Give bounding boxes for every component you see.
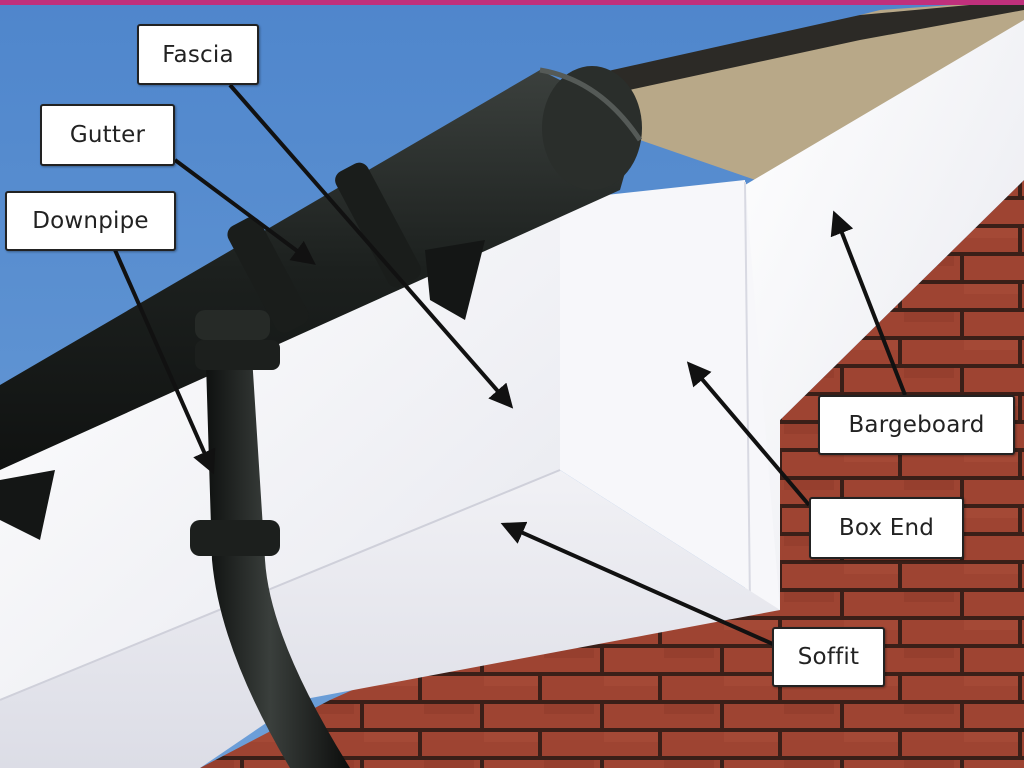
arrow-gutter <box>173 158 316 265</box>
downpipe <box>205 325 350 768</box>
arrow-downpipe <box>113 249 216 475</box>
arrow-bargeboard <box>830 210 907 396</box>
bargeboard <box>745 20 1024 610</box>
brick-wall <box>200 180 1024 768</box>
gutter-stop-end <box>542 66 642 190</box>
arrow-fascia <box>228 83 514 409</box>
fascia-board <box>0 200 560 700</box>
label-fascia: Fascia <box>137 24 259 85</box>
roof-tile-edge <box>590 0 1024 92</box>
label-gutter: Gutter <box>40 104 175 166</box>
arrow-box-end <box>686 361 811 507</box>
box-end <box>560 180 780 610</box>
arrow-soffit <box>500 521 776 647</box>
gutter-body <box>0 70 640 470</box>
label-bargeboard: Bargeboard <box>818 395 1015 455</box>
label-soffit: Soffit <box>772 627 885 687</box>
label-downpipe: Downpipe <box>5 191 176 251</box>
accent-bar <box>0 0 1024 5</box>
soffit-board <box>0 470 780 768</box>
label-box-end: Box End <box>809 497 964 559</box>
roof-felt <box>600 0 1024 185</box>
pointer-arrows <box>113 83 907 647</box>
